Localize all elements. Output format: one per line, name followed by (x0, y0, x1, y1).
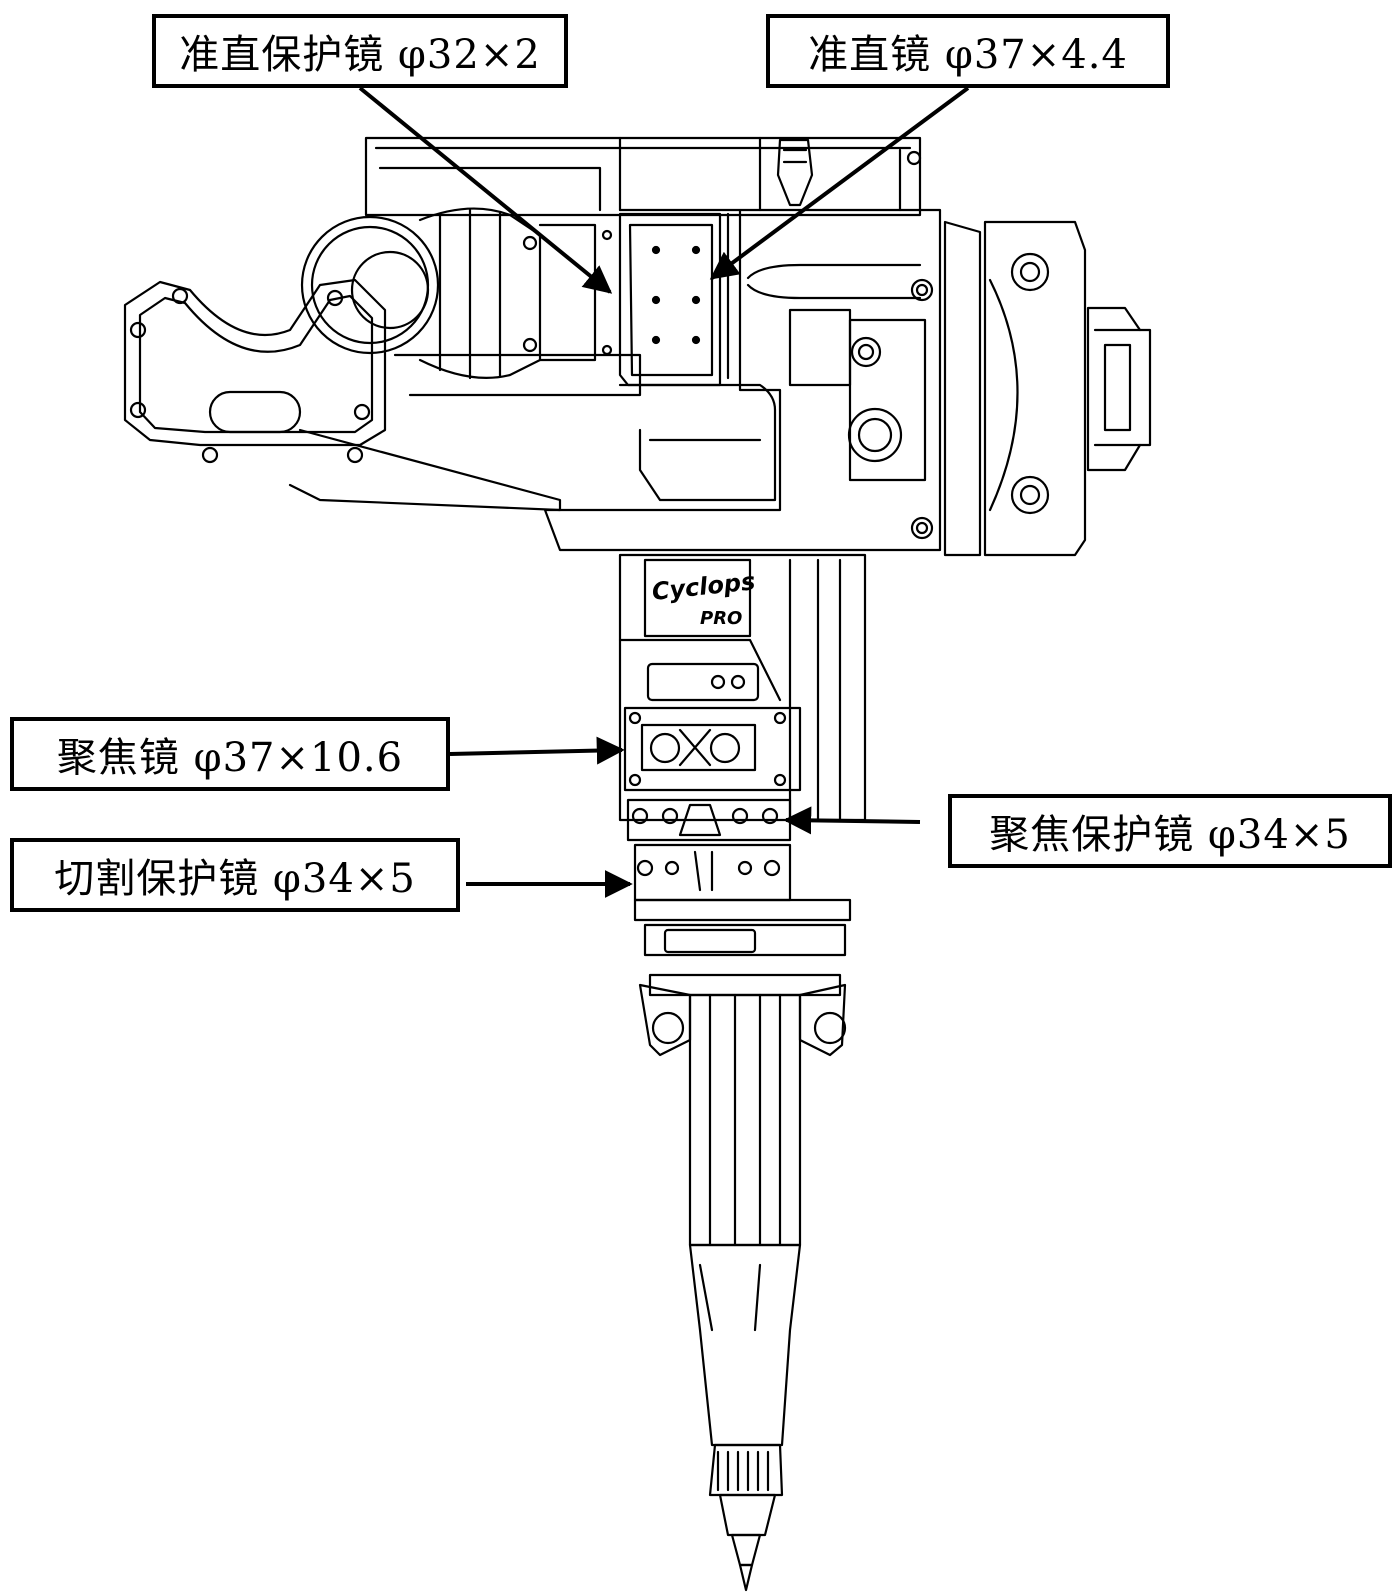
focus-lens-drawer (623, 706, 802, 792)
brand-logo: Cyclops (651, 567, 757, 606)
upper-housing (364, 136, 922, 217)
arrow-collimator (709, 86, 970, 280)
label-focus-protective-lens: 聚焦保护镜 φ34×5 (948, 794, 1392, 868)
nozzle-tube (638, 923, 847, 1592)
label-collimator-lens: 准直镜 φ37×4.4 (766, 14, 1170, 88)
label-focus-lens: 聚焦镜 φ37×10.6 (10, 717, 450, 791)
arrow-focus-protective (783, 806, 921, 835)
label-focus-protective-lens-text: 聚焦保护镜 φ34×5 (989, 812, 1351, 858)
right-flange (943, 220, 1152, 557)
label-collimator-protective-lens-text: 准直保护镜 φ32×2 (179, 32, 541, 78)
label-cutting-protective-lens-text: 切割保护镜 φ34×5 (54, 856, 416, 902)
fiber-input-handle (123, 207, 777, 512)
label-collimator-protective-lens: 准直保护镜 φ32×2 (152, 14, 568, 88)
label-focus-lens-text: 聚焦镜 φ37×10.6 (56, 735, 404, 781)
label-collimator-lens-text: 准直镜 φ37×4.4 (808, 32, 1128, 78)
arrow-focus (449, 736, 625, 765)
brand-logo-sub: PRO (700, 608, 742, 629)
arrow-collimator-protective (358, 86, 613, 294)
label-cutting-protective-lens: 切割保护镜 φ34×5 (10, 838, 460, 912)
protective-lens-drawers (626, 798, 852, 922)
